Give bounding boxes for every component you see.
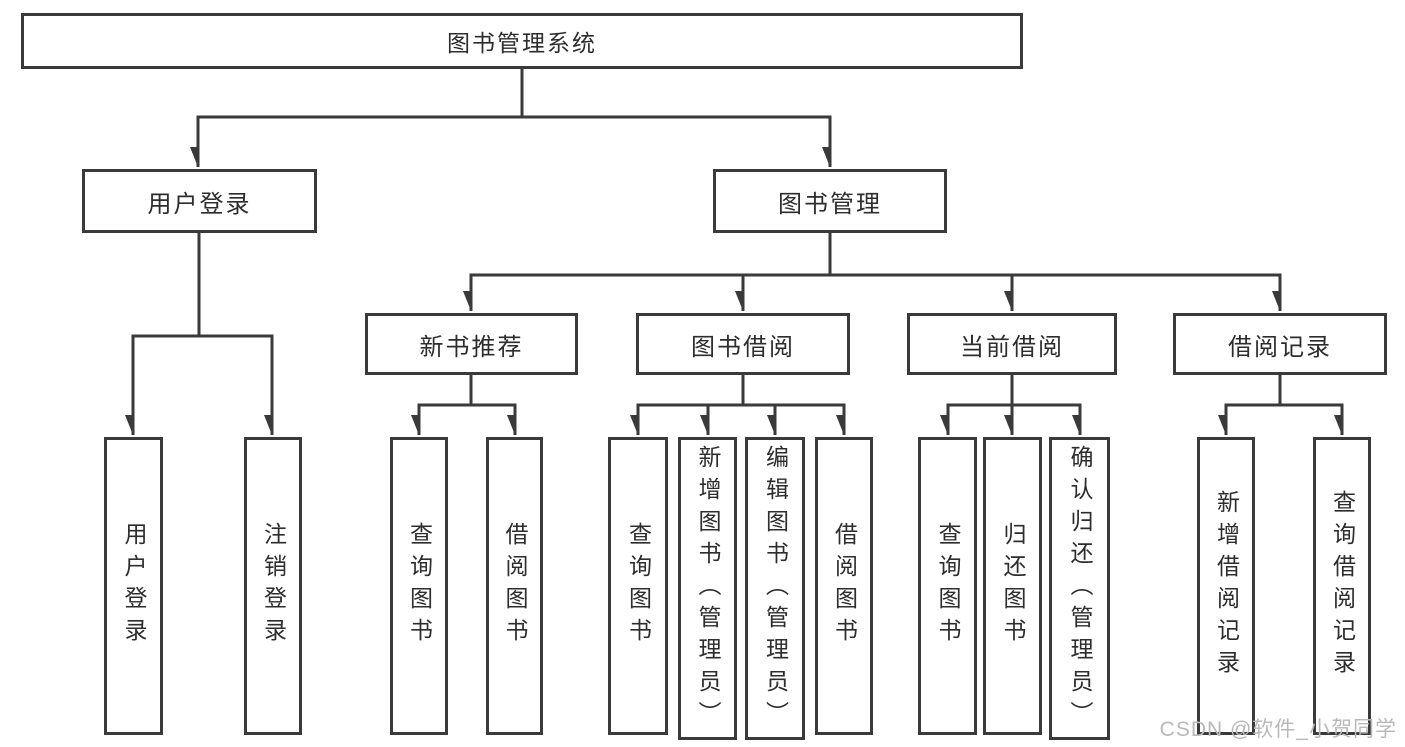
leaf-edit-books-admin: 编辑图书（管理员） (745, 437, 805, 740)
leaf-label: 新增图书（管理员） (695, 444, 721, 733)
leaf-label: 编辑图书（管理员） (762, 444, 789, 733)
leaf-borrow-books-recommend: 借阅图书 (486, 437, 543, 735)
leaf-logout: 注销登录 (244, 437, 302, 735)
leaf-confirm-return-admin: 确认归还（管理员） (1049, 437, 1110, 740)
leaf-add-books-admin: 新增图书（管理员） (678, 437, 737, 740)
leaf-label: 查询图书 (935, 522, 961, 650)
leaf-query-borrow-record: 查询借阅记录 (1313, 437, 1371, 735)
leaf-label: 确认归还（管理员） (1067, 444, 1093, 733)
leaf-label: 查询图书 (406, 522, 433, 650)
leaf-user-login: 用户登录 (104, 437, 163, 735)
leaf-query-books-recommend: 查询图书 (390, 437, 448, 735)
leaf-label: 注销登录 (260, 522, 287, 650)
leaf-label: 查询借阅记录 (1329, 490, 1356, 682)
node-library-system-root: 图书管理系统 (21, 13, 1023, 69)
leaf-label: 借阅图书 (502, 522, 528, 650)
node-book-management-branch: 图书管理 (713, 169, 947, 233)
csdn-watermark: CSDN @软件_小贺同学 (1159, 718, 1397, 741)
leaf-borrow-books: 借阅图书 (815, 437, 873, 735)
node-user-login-branch: 用户登录 (82, 169, 317, 233)
leaf-label: 查询图书 (625, 522, 652, 650)
leaf-label: 借阅图书 (831, 522, 858, 650)
leaf-label: 归还图书 (1000, 522, 1026, 650)
node-current-borrowing: 当前借阅 (907, 313, 1117, 375)
leaf-return-books: 归还图书 (983, 437, 1042, 735)
leaf-query-books-borrowing: 查询图书 (608, 437, 668, 735)
leaf-label: 用户登录 (121, 522, 147, 650)
leaf-query-books-current: 查询图书 (918, 437, 977, 735)
node-book-borrowing: 图书借阅 (636, 313, 850, 375)
leaf-label: 新增借阅记录 (1213, 490, 1240, 682)
node-borrowing-records: 借阅记录 (1173, 313, 1387, 375)
leaf-add-borrow-record: 新增借阅记录 (1197, 437, 1255, 735)
node-new-book-recommend: 新书推荐 (365, 313, 578, 375)
